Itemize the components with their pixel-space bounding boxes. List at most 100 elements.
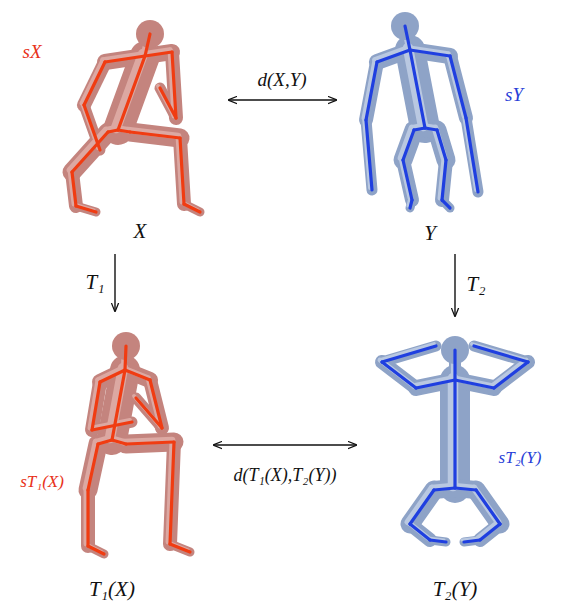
skeleton-bone (382, 346, 436, 362)
skeleton-bone (464, 540, 480, 542)
figure-node: sT₁(X) T₁(X) (10, 315, 210, 605)
skeleton-bone (410, 50, 425, 128)
skeleton-label: sT₂(Y) (499, 449, 542, 468)
body-limb (382, 362, 416, 388)
body-limb (476, 490, 500, 524)
human-figure (380, 336, 528, 542)
skeleton-bone (88, 444, 98, 490)
body-limb (466, 118, 478, 192)
human-figure (86, 332, 190, 554)
skeleton-bone (92, 422, 132, 430)
edge-label: T₂ (464, 272, 489, 297)
skeleton-bone (98, 440, 112, 444)
body-limb (474, 346, 528, 362)
skeleton-bone (434, 488, 455, 490)
skeleton-bone (405, 26, 410, 50)
skeleton-bone (125, 346, 126, 370)
skeleton-bone (410, 490, 434, 524)
body-limb (72, 132, 108, 172)
body-highlight (408, 488, 432, 522)
skeleton-bone (437, 130, 446, 160)
shape-label: Y (424, 222, 436, 245)
skeleton-bone (118, 130, 130, 132)
skeleton-bone (72, 172, 76, 206)
skeleton-bone (105, 56, 145, 62)
skeleton-bone (92, 382, 100, 430)
body-limb (450, 56, 466, 118)
skeleton-bone (112, 440, 126, 444)
body-limb (410, 524, 430, 540)
body-limb (410, 490, 434, 524)
skeleton-bone (410, 524, 430, 540)
human-figure (70, 20, 200, 212)
skeleton-bone (377, 50, 410, 62)
human-figure (364, 12, 478, 208)
connector (214, 444, 356, 445)
skeleton-bone (84, 62, 105, 105)
skeleton-bone (455, 488, 476, 490)
shape-label: T₁(X) (89, 578, 135, 601)
edge-label: d(T₁(X),T₂(Y)) (230, 465, 339, 487)
edge-label: d(X,Y) (254, 69, 309, 92)
skeleton-bone (410, 200, 412, 208)
body-limb (84, 62, 105, 105)
skeleton-bone (494, 362, 528, 388)
skeleton-bone (88, 546, 104, 554)
body-limb (184, 204, 200, 212)
skeleton-bone (112, 370, 125, 440)
body-limb (125, 346, 126, 370)
skeleton-bone (145, 34, 150, 56)
skeleton-bone (72, 132, 108, 172)
skeleton-bone (403, 130, 414, 160)
connector (229, 99, 336, 100)
skeleton-bone (480, 524, 500, 540)
skeleton-label: sX (23, 42, 42, 63)
body-limb (414, 128, 425, 130)
body-limb (81, 490, 95, 546)
skeleton-bone (453, 380, 456, 488)
body-limb (425, 128, 437, 130)
skeleton-bone (160, 88, 176, 118)
skeleton-label: sT₁(X) (20, 473, 64, 492)
skeleton-bone (414, 128, 425, 130)
body-limb (442, 200, 450, 208)
skeleton-bone (403, 160, 412, 200)
skeleton-bone (474, 346, 528, 362)
body-limb (464, 540, 480, 542)
body-limb (494, 362, 528, 388)
skeleton-bone (442, 160, 446, 200)
skeleton-bone (170, 544, 190, 552)
skeleton-bone (453, 350, 456, 380)
body-limb (126, 442, 174, 444)
body-limb (118, 130, 130, 132)
figure-node: sT₂(Y) T₂(Y) (360, 320, 555, 605)
figure-node: sYY (340, 0, 555, 250)
skeleton-bone (76, 206, 96, 212)
body-highlight (116, 54, 143, 128)
skeleton-bone (476, 490, 500, 524)
figure-node: sX X (15, 10, 225, 250)
edge-label: T₁ (83, 270, 108, 295)
skeleton-bone (172, 52, 176, 118)
skeleton-bone (442, 200, 450, 208)
skeleton-bone (366, 120, 372, 190)
shape-label: T₂(Y) (433, 578, 478, 601)
skeleton-bone (125, 370, 150, 380)
skeleton-bone (382, 362, 416, 388)
skeleton-bone (86, 490, 89, 546)
body-highlight (448, 378, 459, 486)
skeleton-bone (466, 118, 478, 192)
shape-label: X (134, 220, 147, 243)
skeleton-bone (100, 370, 125, 382)
body-limb (88, 546, 104, 554)
skeleton-bone (170, 442, 174, 544)
skeleton-bone (130, 132, 180, 138)
skeleton-bone (118, 56, 145, 130)
skeleton-bone (136, 398, 162, 428)
skeleton-bone (410, 50, 450, 56)
body-highlight (82, 60, 103, 103)
body-limb (410, 200, 412, 208)
skeleton-bone (126, 442, 174, 444)
body-highlight (380, 344, 434, 360)
skeleton-bone (416, 380, 455, 388)
